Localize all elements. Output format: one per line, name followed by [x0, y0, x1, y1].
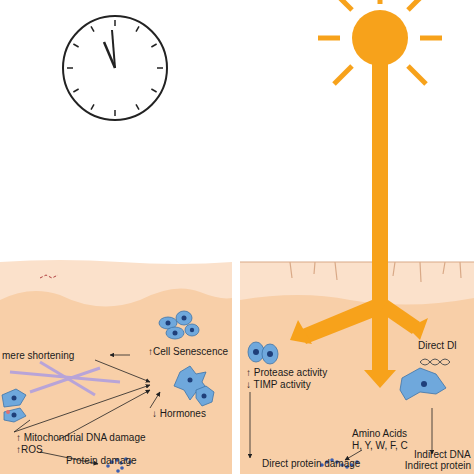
effect-label: Direct protein damage	[262, 458, 360, 469]
sun	[290, 0, 442, 388]
skin-right	[240, 262, 474, 474]
arrows	[14, 355, 432, 464]
dna	[420, 359, 450, 365]
skin-left	[0, 260, 232, 474]
effect-label: ↑ROS	[16, 444, 43, 455]
effect-label: Direct DI	[418, 340, 457, 351]
effect-label: ↑ Mitochondrial DNA damage	[16, 432, 146, 443]
fibroblasts	[2, 368, 446, 422]
effect-label: mere shortening	[2, 350, 74, 361]
effect-label: Indirect DNA	[414, 449, 471, 460]
effect-label: ↑ Protease activity	[246, 367, 327, 378]
effect-label: ↑Cell Senescence	[148, 346, 228, 357]
clock	[63, 16, 167, 120]
effect-label: Indirect protein	[405, 460, 471, 471]
effect-label: ↓ Hormones	[152, 408, 206, 419]
effect-label: Protein damage	[66, 455, 137, 466]
effect-label: ↓ TIMP activity	[246, 379, 311, 390]
effect-label: Amino Acids	[352, 428, 407, 439]
effect-label: H, Y, W, F, C	[352, 440, 408, 451]
collagen-fibres	[10, 362, 120, 395]
senescent-cells	[174, 366, 214, 406]
